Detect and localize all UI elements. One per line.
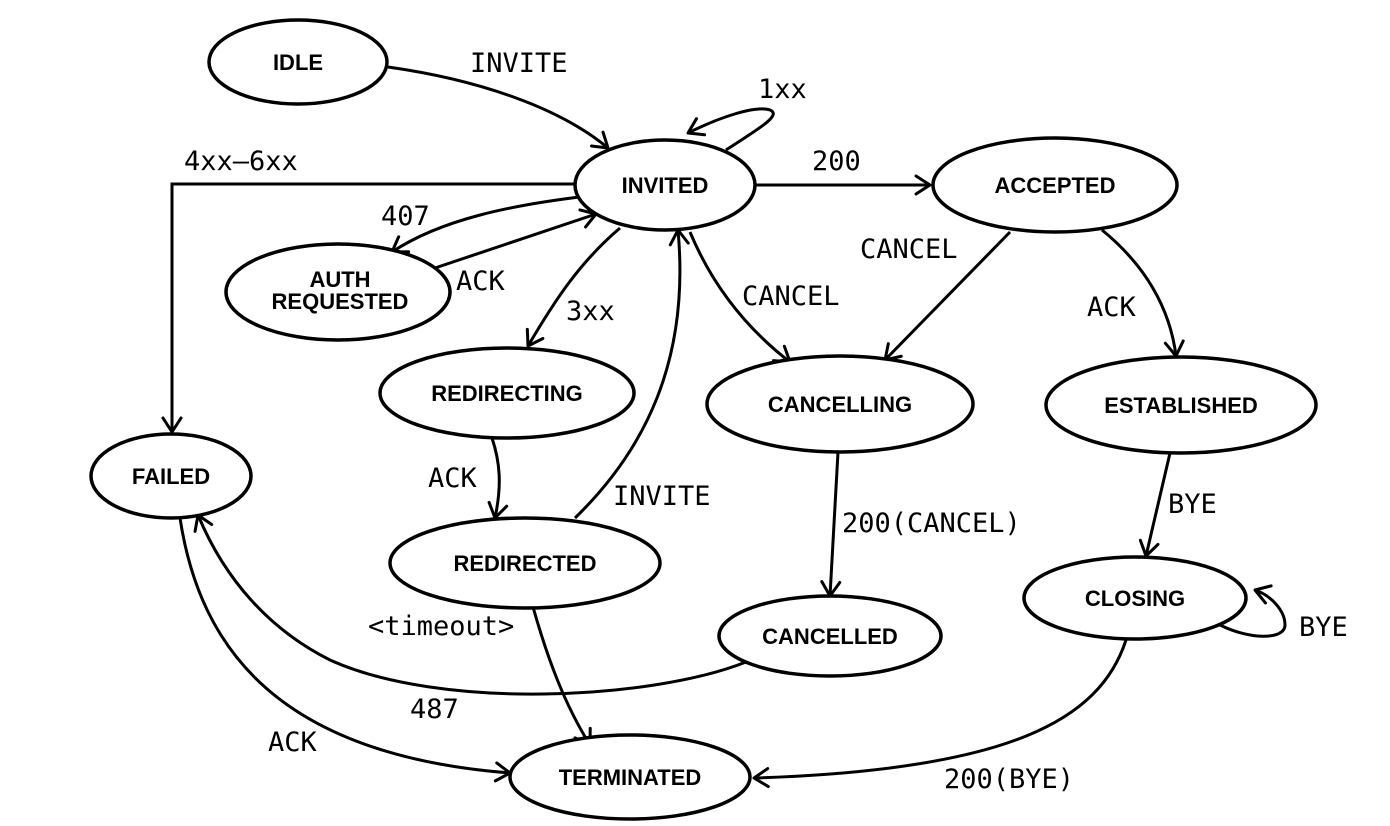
label-invited-auth: 407 (381, 201, 430, 232)
label-redirected-terminated: <timeout> (368, 611, 514, 642)
state-established: ESTABLISHED (1044, 355, 1318, 455)
label-redirecting-redirected: ACK (428, 463, 478, 494)
edge-closing-terminated (752, 639, 1128, 789)
label-idle-invited: INVITE (470, 48, 568, 79)
label-cancelling-cancelled: 200(CANCEL) (842, 508, 1021, 539)
state-accepted-label: ACCEPTED (994, 173, 1115, 198)
edge-failed-terminated (178, 517, 512, 783)
label-cancelled-failed: 487 (410, 694, 459, 725)
edge-cancelling-cancelled (820, 451, 842, 598)
state-redirecting-label: REDIRECTING (431, 381, 583, 406)
state-accepted: ACCEPTED (931, 136, 1179, 234)
state-cancelling: CANCELLING (705, 354, 975, 454)
edge-invited-redirecting (525, 226, 621, 348)
state-cancelling-label: CANCELLING (768, 392, 912, 417)
edge-cancelled-failed (193, 513, 747, 696)
state-redirected: REDIRECTED (388, 516, 662, 610)
label-accepted-established: ACK (1087, 292, 1137, 323)
label-invited-accepted: 200 (812, 146, 861, 177)
state-cancelled: CANCELLED (717, 594, 943, 678)
edge-invited-cancelling (688, 231, 792, 364)
label-failed-terminated: ACK (268, 727, 318, 758)
state-invited: INVITED (573, 138, 757, 232)
state-failed: FAILED (89, 432, 253, 520)
state-closing: CLOSING (1022, 555, 1248, 641)
transition-edges (161, 65, 1287, 789)
label-closing-self: BYE (1299, 612, 1348, 643)
transition-labels: INVITE 1xx 4xx–6xx 200 407 ACK 3xx CANCE… (184, 48, 1348, 795)
edge-invited-failed (161, 182, 576, 434)
edge-auth-invited (434, 208, 598, 270)
edge-redirected-terminated (531, 606, 592, 747)
state-auth-requested-label-line1: AUTH (309, 267, 370, 292)
state-auth-requested-label-line2: REQUESTED (272, 289, 409, 314)
edge-accepted-cancelling (883, 230, 1012, 362)
label-auth-invited: ACK (456, 266, 506, 297)
state-closing-label: CLOSING (1085, 586, 1185, 611)
state-auth-requested: AUTH REQUESTED (224, 242, 452, 342)
state-redirecting: REDIRECTING (378, 346, 636, 440)
state-failed-label: FAILED (132, 464, 210, 489)
label-redirected-invited: INVITE (613, 481, 711, 512)
state-idle: IDLE (207, 18, 389, 106)
state-established-label: ESTABLISHED (1104, 393, 1258, 418)
states: IDLE INVITED ACCEPTED AUTH REQUESTED RED… (89, 18, 1318, 821)
edge-closing-self (1219, 584, 1287, 638)
edge-established-closing (1138, 452, 1172, 558)
edge-redirected-invited (573, 228, 690, 520)
state-terminated-label: TERMINATED (559, 765, 702, 790)
edge-redirecting-redirected (487, 437, 509, 520)
state-cancelled-label: CANCELLED (762, 624, 898, 649)
label-invited-redirecting: 3xx (566, 296, 615, 327)
edge-accepted-established (1101, 228, 1185, 358)
label-closing-terminated: 200(BYE) (944, 764, 1074, 795)
label-invited-failed: 4xx–6xx (184, 146, 298, 177)
edge-invited-self (686, 107, 775, 152)
label-invited-cancelling: CANCEL (742, 281, 840, 312)
label-invited-self: 1xx (758, 74, 807, 105)
state-invited-label: INVITED (622, 173, 709, 198)
state-redirected-label: REDIRECTED (453, 551, 596, 576)
state-terminated: TERMINATED (508, 733, 752, 821)
edge-invited-auth (390, 194, 589, 254)
label-established-closing: BYE (1168, 489, 1217, 520)
edge-idle-invited (387, 65, 610, 150)
state-idle-label: IDLE (273, 50, 323, 75)
label-accepted-cancelling: CANCEL (860, 234, 958, 265)
